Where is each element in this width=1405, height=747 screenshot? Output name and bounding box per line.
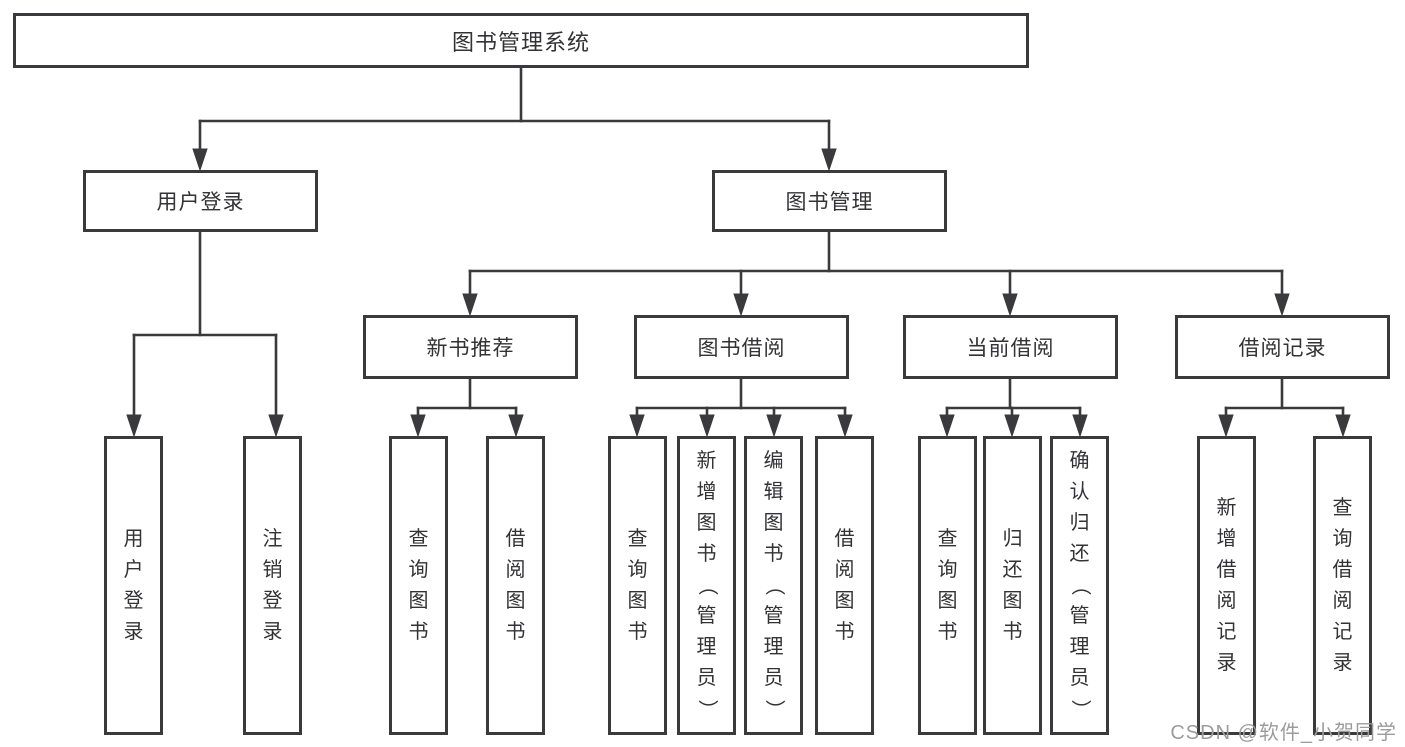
leaf-borrow-books-recommend: 借阅图书 [486,436,545,735]
leaf-query-books-current-label: 查询图书 [937,527,958,643]
leaf-return-book: 归还图书 [983,436,1042,735]
leaf-borrow-books-label: 借阅图书 [834,527,855,643]
leaf-edit-book-admin: 编辑图书（管理员） [744,436,803,735]
leaf-query-books-borrow: 查询图书 [608,436,667,735]
leaf-query-books-recommend: 查询图书 [389,436,448,735]
node-root-label: 图书管理系统 [451,29,590,55]
node-book-borrow-label: 图书借阅 [697,337,786,360]
leaf-add-borrow-record-label: 新增借阅记录 [1216,496,1237,674]
node-current-borrow-label: 当前借阅 [966,337,1055,360]
node-new-book-recommend-label: 新书推荐 [426,337,515,360]
node-borrow-records-label: 借阅记录 [1238,337,1327,360]
leaf-query-books-recommend-label: 查询图书 [408,527,429,643]
watermark: CSDN @软件_小贺同学 [1170,722,1397,744]
leaf-borrow-books-recommend-label: 借阅图书 [505,527,526,643]
node-book-borrow: 图书借阅 [634,315,849,379]
node-current-borrow: 当前借阅 [903,315,1118,379]
leaf-add-borrow-record: 新增借阅记录 [1197,436,1256,735]
node-book-management-label: 图书管理 [785,191,874,214]
node-user-login: 用户登录 [83,170,318,232]
leaf-edit-book-admin-label: 编辑图书（管理员） [763,450,785,720]
leaf-borrow-books: 借阅图书 [815,436,874,735]
node-user-login-label: 用户登录 [156,191,245,214]
node-new-book-recommend: 新书推荐 [363,315,578,379]
leaf-query-books-borrow-label: 查询图书 [627,527,648,643]
node-root: 图书管理系统 [13,13,1029,68]
leaf-logout-label: 注销登录 [262,527,283,643]
leaf-query-books-current: 查询图书 [918,436,977,735]
leaf-user-login: 用户登录 [104,436,163,735]
leaf-logout: 注销登录 [243,436,302,735]
leaf-confirm-return-admin-label: 确认归还（管理员） [1069,450,1091,720]
leaf-confirm-return-admin: 确认归还（管理员） [1050,436,1109,735]
leaf-query-borrow-record: 查询借阅记录 [1313,436,1372,735]
leaf-query-borrow-record-label: 查询借阅记录 [1332,496,1353,674]
leaf-add-book-admin: 新增图书（管理员） [677,436,736,735]
leaf-user-login-label: 用户登录 [123,527,144,643]
node-borrow-records: 借阅记录 [1175,315,1390,379]
leaf-return-book-label: 归还图书 [1002,527,1023,643]
node-book-management: 图书管理 [712,170,947,232]
leaf-add-book-admin-label: 新增图书（管理员） [696,450,718,720]
